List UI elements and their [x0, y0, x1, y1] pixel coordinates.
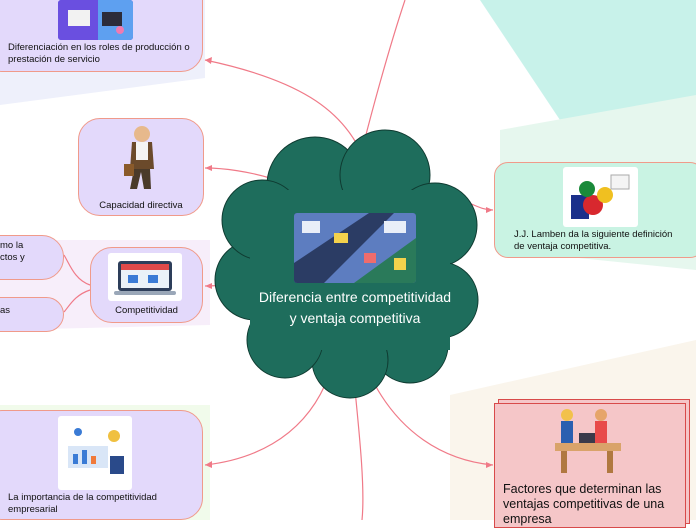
node-factores[interactable]: [494, 403, 686, 528]
connector-sub-upper: [63, 254, 91, 286]
center-cloud: [214, 129, 479, 399]
businessman-walking-icon: [110, 124, 170, 194]
center-title[interactable]: Diferencia entre competitividad y ventaj…: [258, 289, 452, 326]
city-street-illustration-icon: [294, 213, 416, 283]
node-lamben-label: J.J. Lamben da la siguiente definición d…: [514, 229, 673, 252]
connector-factores: [374, 384, 494, 466]
subnode-upper[interactable]: [0, 235, 64, 280]
node-factores-label: Factores que determinan las ventajas com…: [503, 482, 665, 526]
couple-at-desk-icon: [549, 405, 627, 477]
connector-capacidad: [204, 167, 271, 179]
connector-top: [361, 0, 406, 151]
connector-bottom: [354, 389, 364, 520]
subnode-lower[interactable]: [0, 297, 64, 332]
online-shop-icon: [108, 253, 182, 301]
gears-shield-icon: [563, 167, 638, 227]
node-competitividad-label: Competitividad: [115, 305, 178, 316]
analytics-infographic-icon: [58, 416, 132, 490]
node-roles-label: Diferenciación en los roles de producció…: [8, 42, 190, 65]
node-capacidad-label: Capacidad directiva: [99, 200, 183, 211]
connector-roles: [204, 59, 361, 151]
subnode-upper-label: mo la ctos y: [0, 240, 25, 263]
workspace-devices-icon: [58, 0, 133, 40]
connector-importancia: [204, 384, 326, 466]
connector-sub-lower: [63, 289, 91, 313]
node-importancia-label: La importancia de la competitividad empr…: [8, 492, 157, 515]
subnode-lower-label: as: [0, 305, 11, 316]
